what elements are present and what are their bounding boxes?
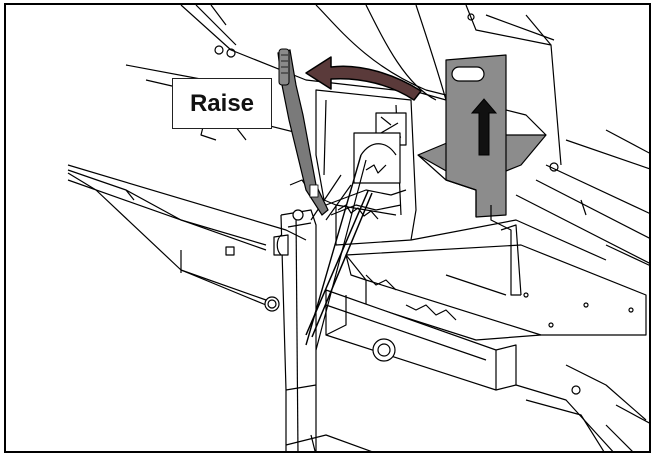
figure-frame: Raise — [4, 3, 651, 453]
lever-handle — [277, 48, 329, 216]
up-arrow-icon — [470, 98, 498, 156]
pointer-lines — [305, 190, 373, 338]
machine-drawing — [67, 5, 649, 451]
curved-arrow-left-icon — [305, 56, 422, 101]
raise-callout-label: Raise — [172, 78, 272, 129]
